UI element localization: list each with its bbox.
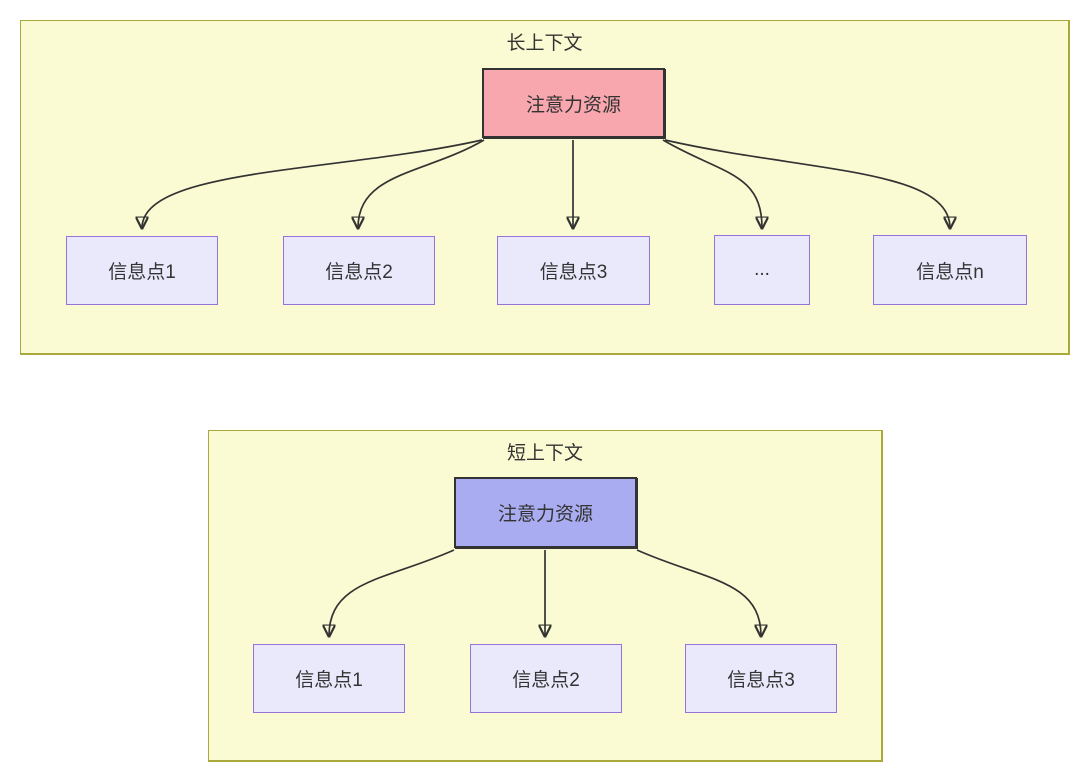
info-node-short-2: 信息点2 xyxy=(470,644,622,713)
info-node-long-2: 信息点2 xyxy=(283,236,435,305)
info-node-long-ellipsis: ... xyxy=(714,235,810,305)
long-context-panel-title: 长上下文 xyxy=(506,33,583,54)
attention-resource-node-long: 注意力资源 xyxy=(482,68,665,138)
attention-resource-node-short: 注意力资源 xyxy=(454,477,637,548)
short-context-panel-title: 短上下文 xyxy=(506,443,583,464)
info-node-long-n: 信息点n xyxy=(873,235,1027,305)
info-node-long-3: 信息点3 xyxy=(497,236,650,305)
info-node-long-1: 信息点1 xyxy=(66,236,218,305)
info-node-short-1: 信息点1 xyxy=(253,644,405,713)
info-node-short-3: 信息点3 xyxy=(685,644,837,713)
